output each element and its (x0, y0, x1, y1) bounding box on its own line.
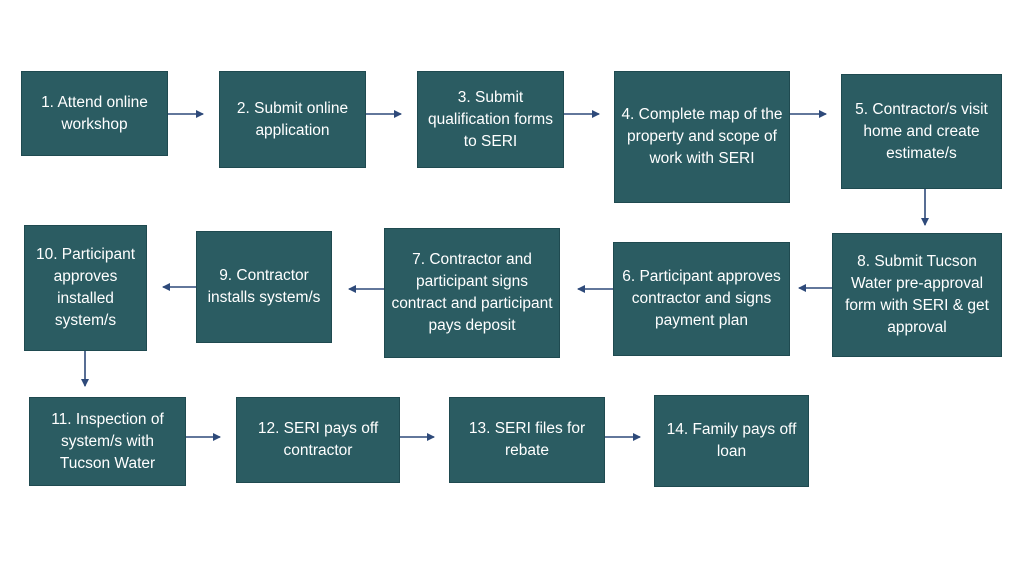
step-4-box: 4. Complete map of the property and scop… (614, 71, 790, 203)
step-3-box: 3. Submit qualification forms to SERI (417, 71, 564, 168)
step-7-label: 7. Contractor and participant signs cont… (391, 251, 553, 334)
step-9-box: 9. Contractor installs system/s (196, 231, 332, 343)
step-14-box: 14. Family pays off loan (654, 395, 809, 487)
step-1-label: 1. Attend online workshop (41, 93, 148, 133)
step-8-label: 8. Submit Tucson Water pre-approval form… (845, 253, 989, 336)
step-5-box: 5. Contractor/s visit home and create es… (841, 74, 1002, 189)
step-6-box: 6. Participant approves contractor and s… (613, 242, 790, 356)
step-13-label: 13. SERI files for rebate (468, 420, 586, 459)
step-8-box: 8. Submit Tucson Water pre-approval form… (832, 233, 1002, 357)
step-12-label: 12. SERI pays off contractor (257, 420, 379, 459)
step-3-label: 3. Submit qualification forms to SERI (428, 88, 553, 150)
step-7-box: 7. Contractor and participant signs cont… (384, 228, 560, 358)
step-9-label: 9. Contractor installs system/s (207, 267, 321, 306)
step-6-label: 6. Participant approves contractor and s… (622, 268, 781, 329)
step-10-label: 10. Participant approves installed syste… (35, 246, 136, 329)
step-14-label: 14. Family pays off loan (666, 421, 797, 460)
step-12-box: 12. SERI pays off contractor (236, 397, 400, 483)
step-10-box: 10. Participant approves installed syste… (24, 225, 147, 351)
step-13-box: 13. SERI files for rebate (449, 397, 605, 483)
step-11-label: 11. Inspection of system/s with Tucson W… (51, 410, 164, 472)
step-2-label: 2. Submit online application (236, 99, 349, 139)
step-1-box: 1. Attend online workshop (21, 71, 168, 156)
step-11-box: 11. Inspection of system/s with Tucson W… (29, 397, 186, 486)
step-5-label: 5. Contractor/s visit home and create es… (855, 100, 988, 162)
step-4-label: 4. Complete map of the property and scop… (621, 106, 783, 167)
step-2-box: 2. Submit online application (219, 71, 366, 168)
